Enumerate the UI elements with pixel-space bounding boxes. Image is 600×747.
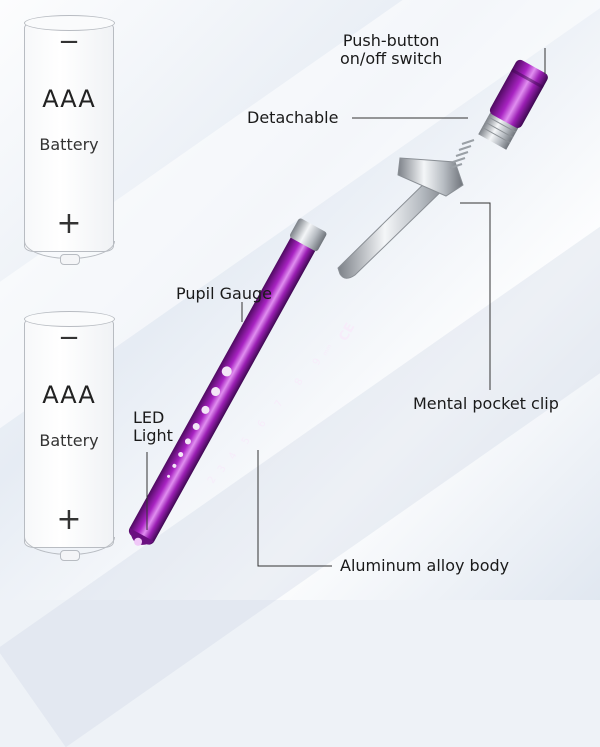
aluminum-body xyxy=(128,233,317,545)
leader-lines xyxy=(146,48,546,567)
aaa-battery-top: − AAA Battery + xyxy=(23,15,115,265)
battery-positive-sign: + xyxy=(56,502,82,537)
gauge-mark-5: 5 xyxy=(240,436,253,447)
gauge-mark-4: 4 xyxy=(227,451,240,462)
label-led-light: LED Light xyxy=(133,408,173,446)
gauge-unit: mm xyxy=(322,343,334,357)
pocket-clip xyxy=(337,167,456,279)
battery-type: AAA xyxy=(42,381,96,409)
ce-mark: CE xyxy=(336,321,358,344)
gauge-mark-3: 3 xyxy=(216,464,229,475)
label-pupil-gauge: Pupil Gauge xyxy=(176,284,272,303)
battery-terminal xyxy=(60,254,80,265)
penlight-illustration: 2 3 4 5 6 7 8 9 mm CE xyxy=(128,48,548,567)
leader-body xyxy=(257,450,332,567)
leader-pocket-clip xyxy=(460,202,491,390)
gauge-mark-2: 2 xyxy=(206,475,219,486)
detachable-cap xyxy=(478,59,548,150)
led-light-icon xyxy=(134,537,143,546)
battery-terminal xyxy=(60,550,80,561)
pupil-gauge-dots xyxy=(167,366,232,478)
metal-collar xyxy=(289,218,327,252)
gauge-mark-9: 9 xyxy=(311,357,324,368)
battery-label: Battery xyxy=(39,431,99,450)
gauge-mark-8: 8 xyxy=(293,377,306,388)
gauge-mark-6: 6 xyxy=(256,419,269,430)
gauge-mark-7: 7 xyxy=(273,399,286,410)
aaa-battery-bottom: − AAA Battery + xyxy=(23,311,115,561)
battery-positive-sign: + xyxy=(56,206,82,241)
cap-threads xyxy=(478,111,519,150)
label-push-button: Push-button on/off switch xyxy=(340,31,443,69)
spring xyxy=(449,139,475,169)
push-button-cap xyxy=(489,59,548,128)
battery-type: AAA xyxy=(42,85,96,113)
label-aluminum-body: Aluminum alloy body xyxy=(340,556,510,575)
pen-body xyxy=(128,218,327,546)
battery-label: Battery xyxy=(39,135,99,154)
label-detachable: Detachable xyxy=(247,108,339,127)
clip-mount xyxy=(397,157,464,197)
label-pocket-clip: Mental pocket clip xyxy=(413,394,559,413)
battery-negative-sign: − xyxy=(58,27,80,57)
battery-negative-sign: − xyxy=(58,323,80,353)
